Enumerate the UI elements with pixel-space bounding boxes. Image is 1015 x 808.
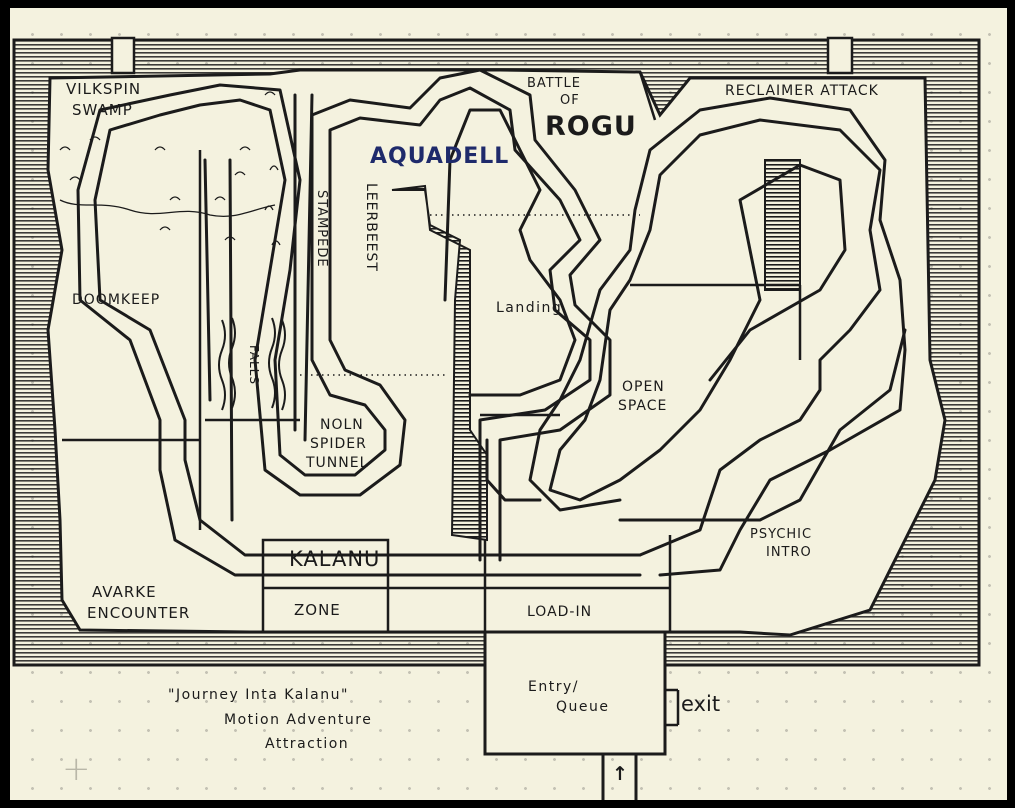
label-entry-queue-1: Entry/ [528,679,579,695]
label-doomkeep: Doomkeep [72,292,161,308]
label-open-space-1: Open [622,379,665,395]
ride-track-outer [93,86,642,562]
ride-track-swamp-loop [203,158,234,522]
label-aquadell: Aquadell [370,144,510,169]
title-line-1: "Journey Inta Kalanu" [168,687,349,703]
top-right-exit-gap [826,36,854,75]
label-kalanu: Kalanu [289,547,381,571]
label-stampede: Stampede [314,190,329,268]
entry-queue-box [483,630,667,756]
label-leerbeest: Leerbeest [363,183,379,272]
ride-track-landing [443,108,577,397]
title-line-3: Attraction [265,736,350,752]
top-left-exit-gap [110,36,136,75]
label-load-in: Load-In [527,604,593,620]
label-battle-of-rogu-1: Battle [527,76,581,91]
label-avarke-encounter-2: Encounter [87,604,191,622]
label-vilkspin-swamp-2: Swamp [72,101,133,119]
label-open-space-2: Space [618,398,668,414]
label-psychic-intro-2: Intro [766,545,812,560]
label-exit: exit [681,692,721,716]
falls-water [218,317,286,411]
ride-track-right-loop [548,118,882,557]
ride-track-right-loop-outer [528,96,907,577]
label-psychic-intro-1: Psychic [750,527,813,542]
reclaimer-hatched-column [764,159,801,291]
label-falls: Falls [247,345,261,385]
label-entry-queue-2: Queue [556,699,610,715]
title-line-2: Motion Adventure [224,712,373,728]
label-noln-spider-tunnel-3: Tunnel [306,455,369,471]
label-noln-spider-tunnel-2: Spider [310,436,367,452]
label-noln-spider-tunnel-1: Noln [320,417,364,433]
corner-plus-icon: + [62,749,91,789]
label-battle-of-rogu-2: of [560,93,580,108]
ride-track-stampede [293,93,314,442]
label-avarke-encounter-1: Avarke [92,583,157,601]
label-battle-of-rogu-3: Rogu [545,111,637,142]
ride-track-inner [76,68,642,577]
entrance-arrow-icon: ↑ [612,763,628,785]
partition-rogu [638,71,657,121]
label-landing: Landing [496,300,563,316]
label-reclaimer-attack: Reclaimer Attack [725,83,879,99]
aquadell-hatched-column [391,184,488,542]
swamp-texture [59,91,281,246]
label-vilkspin-swamp-1: Vilkspin [66,80,142,98]
show-floor-area [46,68,947,637]
ride-track-bottom-loop [485,328,907,522]
label-zone: Zone [294,601,341,619]
kalanu-zone-box [261,538,390,634]
